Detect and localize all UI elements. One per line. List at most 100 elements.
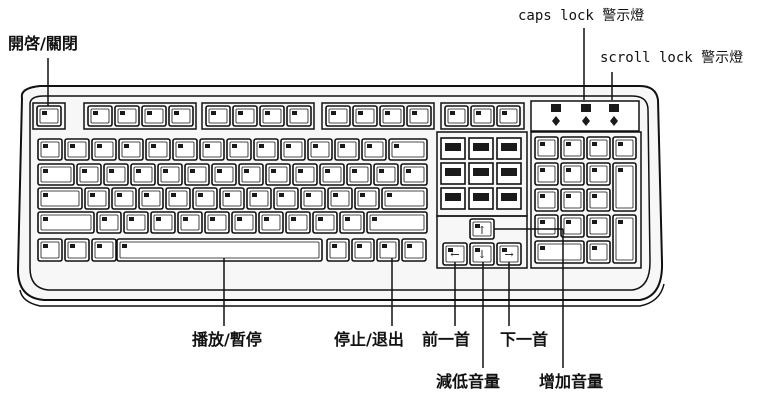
key-top xyxy=(589,191,608,209)
main-key xyxy=(37,187,83,210)
key-top xyxy=(171,108,191,124)
key-top xyxy=(563,191,582,209)
key-legend xyxy=(540,220,545,224)
key-top xyxy=(40,166,72,183)
key-legend xyxy=(43,217,48,221)
key-legend xyxy=(147,111,152,115)
key-top xyxy=(384,190,425,207)
key-legend xyxy=(117,193,122,197)
key-legend xyxy=(331,111,336,115)
key-legend xyxy=(259,144,264,148)
label-caps-lock-led: caps lock 警示燈 xyxy=(518,8,645,24)
key-legend xyxy=(566,220,571,224)
key-top xyxy=(187,166,207,183)
numpad-frame xyxy=(530,131,642,269)
key-top xyxy=(355,108,375,124)
nav-key-legend xyxy=(445,168,461,176)
right-arrow-icon: → xyxy=(504,248,513,261)
key-top xyxy=(106,166,126,183)
key-top xyxy=(563,139,582,157)
key-legend xyxy=(90,193,95,197)
key-top xyxy=(235,108,255,124)
key-top xyxy=(589,217,608,235)
key-top xyxy=(207,214,227,231)
key-top xyxy=(160,166,180,183)
key-top xyxy=(114,190,134,207)
nav-key-legend xyxy=(501,143,517,151)
key-top xyxy=(330,190,350,207)
key-legend xyxy=(540,194,545,198)
key-top xyxy=(391,141,425,158)
key-legend xyxy=(475,248,480,252)
key-top xyxy=(589,165,608,183)
key-legend xyxy=(109,169,114,173)
key-top xyxy=(315,214,335,231)
key-top xyxy=(537,191,556,209)
key-legend xyxy=(198,193,203,197)
key-legend xyxy=(225,193,230,197)
key-legend xyxy=(475,224,480,228)
key-legend xyxy=(379,169,384,173)
key-legend xyxy=(129,217,134,221)
numpad-zero-key xyxy=(534,240,585,264)
key-top xyxy=(379,241,397,259)
key-top xyxy=(94,241,114,259)
key-legend xyxy=(450,111,455,115)
key-top xyxy=(288,214,308,231)
key-legend xyxy=(306,193,311,197)
f-group-2 xyxy=(201,102,315,130)
key-legend xyxy=(592,220,597,224)
key-legend xyxy=(120,111,125,115)
key-legend xyxy=(352,169,357,173)
key-top xyxy=(40,241,60,259)
key-legend xyxy=(385,111,390,115)
main-key xyxy=(366,211,428,234)
key-top xyxy=(208,108,228,124)
space-bar xyxy=(116,238,323,262)
key-legend xyxy=(382,244,387,248)
key-top xyxy=(262,108,282,124)
key-top xyxy=(268,166,288,183)
main-key xyxy=(37,211,95,234)
key-top xyxy=(404,241,424,259)
key-legend xyxy=(357,244,362,248)
key-legend xyxy=(244,169,249,173)
label-stop-eject: 停止/退出 xyxy=(334,330,404,349)
key-legend xyxy=(592,142,597,146)
key-top xyxy=(261,214,281,231)
key-top xyxy=(472,221,492,237)
key-legend xyxy=(592,246,597,250)
key-legend xyxy=(332,244,337,248)
system-group xyxy=(440,102,525,130)
key-legend xyxy=(540,168,545,172)
key-top xyxy=(369,214,425,231)
key-legend xyxy=(43,169,48,173)
key-legend xyxy=(502,248,507,252)
key-top xyxy=(195,190,215,207)
key-top xyxy=(202,141,222,158)
key-legend xyxy=(124,144,129,148)
key-legend xyxy=(43,144,48,148)
key-top xyxy=(133,166,153,183)
key-legend xyxy=(592,168,597,172)
key-legend xyxy=(618,220,623,224)
label-next-track: 下一首 xyxy=(500,330,549,349)
key-top xyxy=(126,214,146,231)
key-top xyxy=(144,108,164,124)
key-top xyxy=(563,217,582,235)
key-legend xyxy=(291,217,296,221)
nav-key-legend xyxy=(473,143,489,151)
key-legend xyxy=(136,169,141,173)
nav-key-legend xyxy=(473,168,489,176)
key-legend xyxy=(97,244,102,248)
key-top xyxy=(180,214,200,231)
key-top xyxy=(403,166,425,183)
key-legend xyxy=(43,244,48,248)
key-legend xyxy=(618,168,623,172)
key-top xyxy=(354,241,372,259)
nav-key-legend xyxy=(445,143,461,151)
key-top xyxy=(117,108,137,124)
key-legend xyxy=(394,144,399,148)
key-legend xyxy=(174,111,179,115)
key-legend xyxy=(566,194,571,198)
